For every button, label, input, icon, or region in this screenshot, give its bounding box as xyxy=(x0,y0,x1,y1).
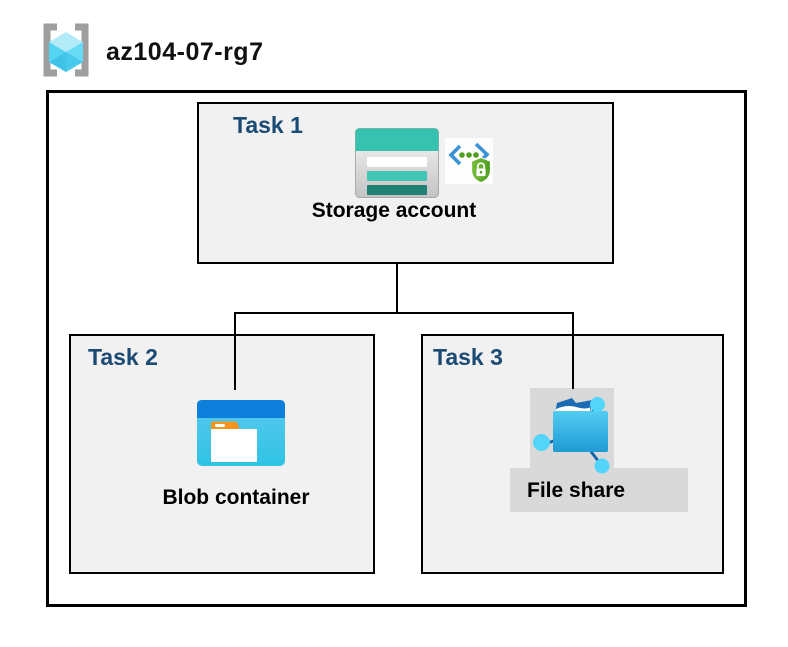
sas-security-icon xyxy=(445,138,493,184)
file-share-icon xyxy=(533,397,610,474)
storage-account-icon xyxy=(355,128,439,198)
task2-resource-label: Blob container xyxy=(162,486,310,509)
fileshare-label-highlight xyxy=(510,468,688,512)
task1-resource-label: Storage account xyxy=(311,199,477,222)
blob-container-icon xyxy=(197,400,285,466)
task1-label: Task 1 xyxy=(233,112,303,138)
connector-to-fileshare xyxy=(572,312,574,389)
resource-group-icon xyxy=(43,23,89,77)
connector-storage-stem xyxy=(396,263,398,313)
connector-to-blob xyxy=(234,312,236,390)
task3-resource-label: File share xyxy=(527,479,626,502)
task2-box: Task 2 Blob container xyxy=(69,334,375,574)
task1-box: Task 1 xyxy=(197,102,614,264)
task2-label: Task 2 xyxy=(88,344,158,370)
task3-label: Task 3 xyxy=(433,344,503,370)
connector-horizontal xyxy=(234,312,574,314)
resource-group-title: az104-07-rg7 xyxy=(106,38,264,66)
